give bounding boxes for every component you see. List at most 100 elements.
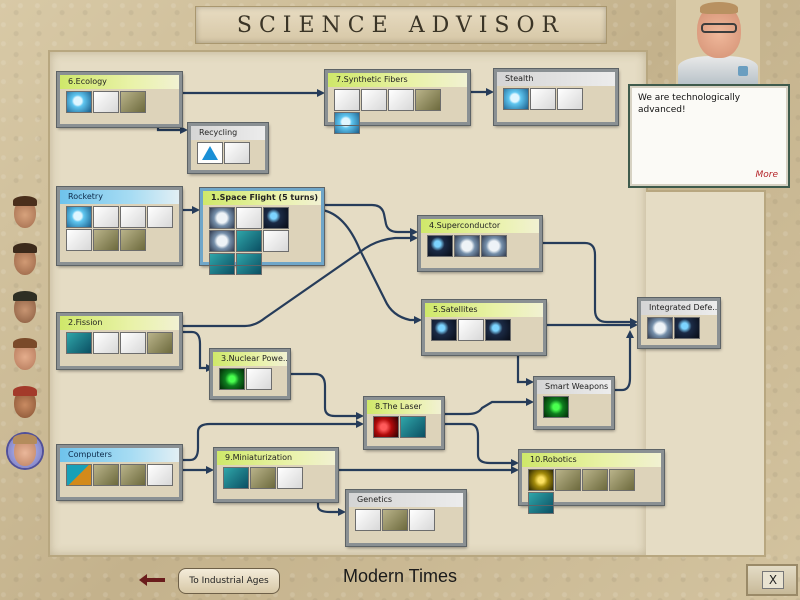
unit-icon — [209, 230, 235, 252]
tech-label: 2.Fission — [60, 316, 179, 330]
tech-ecology[interactable]: 6.Ecology — [56, 71, 183, 128]
unit-icon — [528, 469, 554, 491]
advisor-portrait-4[interactable] — [8, 338, 42, 372]
unit-icon — [674, 317, 700, 339]
unit-icon — [236, 253, 262, 275]
tech-label: Rocketry — [60, 190, 179, 204]
advisor-portrait-6[interactable] — [8, 434, 42, 468]
unit-icon — [373, 416, 399, 438]
unit-icon — [555, 469, 581, 491]
unit-icon — [66, 464, 92, 486]
tech-icons — [537, 394, 611, 420]
unit-icon — [485, 319, 511, 341]
era-title: Modern Times — [342, 566, 458, 586]
unit-icon — [66, 91, 92, 113]
unit-icon — [147, 332, 173, 354]
unit-icon — [66, 206, 92, 228]
tech-integrated-defense[interactable]: Integrated Defe... — [637, 297, 721, 349]
unit-icon — [458, 319, 484, 341]
unit-icon — [219, 368, 245, 390]
unit-icon — [382, 509, 408, 531]
unit-icon — [93, 332, 119, 354]
tech-icons — [203, 205, 321, 277]
unit-icon — [120, 332, 146, 354]
unit-icon — [454, 235, 480, 257]
advisor-portrait-1[interactable] — [8, 196, 42, 230]
unit-icon — [647, 317, 673, 339]
unit-icon — [93, 464, 119, 486]
more-link[interactable]: More — [755, 170, 778, 180]
unit-icon — [66, 229, 92, 251]
tech-label: 7.Synthetic Fibers — [328, 73, 467, 87]
title-plate: SCIENCE ADVISOR — [195, 6, 607, 44]
tech-tree-board-extension — [646, 190, 766, 557]
tech-label: 6.Ecology — [60, 75, 179, 89]
advisor-glasses — [701, 23, 737, 33]
unit-icon — [223, 467, 249, 489]
close-icon: X — [762, 571, 784, 589]
unit-icon — [427, 235, 453, 257]
tech-icons — [497, 86, 615, 112]
tech-label: Computers — [60, 448, 179, 462]
tech-smart-weapons[interactable]: Smart Weapons — [533, 376, 615, 430]
unit-icon — [66, 332, 92, 354]
tech-label: 5.Satellites — [425, 303, 543, 317]
tech-genetics[interactable]: Genetics — [345, 489, 467, 547]
close-button[interactable]: X — [746, 564, 798, 596]
tech-computers[interactable]: Computers — [56, 444, 183, 501]
window-title: SCIENCE ADVISOR — [236, 12, 566, 38]
tech-rocketry[interactable]: Rocketry — [56, 186, 183, 266]
tech-label: Smart Weapons — [537, 380, 611, 394]
unit-icon — [120, 464, 146, 486]
arrow-left-icon — [139, 574, 165, 586]
tech-recycling[interactable]: Recycling — [187, 122, 269, 174]
tech-synthetic-fibers[interactable]: 7.Synthetic Fibers — [324, 69, 471, 134]
tech-satellites[interactable]: 5.Satellites — [421, 299, 547, 356]
unit-icon — [277, 467, 303, 489]
unit-icon — [209, 207, 235, 229]
unit-icon — [93, 206, 119, 228]
tech-space-flight[interactable]: 1.Space Flight (5 turns) — [199, 187, 325, 275]
tech-icons — [421, 233, 539, 259]
unit-icon — [209, 253, 235, 275]
tech-superconductor[interactable]: 4.Superconductor — [417, 215, 543, 272]
tech-icons — [60, 330, 179, 356]
tech-nuclear-power[interactable]: 3.Nuclear Powe... — [209, 348, 291, 400]
tech-label: 10.Robotics — [522, 453, 661, 467]
unit-icon — [334, 89, 360, 111]
tech-icons — [213, 366, 287, 392]
tech-robotics[interactable]: 10.Robotics — [518, 449, 665, 514]
tech-icons — [641, 315, 717, 341]
unit-icon — [415, 89, 441, 111]
to-industrial-ages-button[interactable]: To Industrial Ages — [178, 568, 280, 594]
unit-icon — [236, 230, 262, 252]
advisor-message-box: We are technologically advanced! More — [628, 84, 790, 188]
advisor-portrait-5[interactable] — [8, 386, 42, 420]
tech-miniaturization[interactable]: 9.Miniaturization — [213, 447, 339, 503]
unit-icon — [361, 89, 387, 111]
unit-icon — [224, 142, 250, 164]
advisor-portrait-3[interactable] — [8, 291, 42, 325]
tech-icons — [60, 89, 179, 115]
tech-icons — [349, 507, 463, 533]
unit-icon — [409, 509, 435, 531]
tech-the-laser[interactable]: 8.The Laser — [363, 396, 445, 450]
unit-icon — [120, 229, 146, 251]
unit-icon — [334, 112, 360, 134]
tech-icons — [60, 462, 179, 488]
unit-icon — [246, 368, 272, 390]
tech-label: 9.Miniaturization — [217, 451, 335, 465]
tech-fission[interactable]: 2.Fission — [56, 312, 183, 370]
advisor-portrait-2[interactable] — [8, 243, 42, 277]
unit-icon — [431, 319, 457, 341]
tech-icons — [60, 204, 179, 253]
tech-icons — [367, 414, 441, 440]
advisor-badge-icon — [738, 66, 748, 76]
unit-icon — [263, 230, 289, 252]
unit-icon — [543, 396, 569, 418]
tech-label: Integrated Defe... — [641, 301, 717, 315]
unit-icon — [503, 88, 529, 110]
unit-icon — [197, 142, 223, 164]
tech-stealth[interactable]: Stealth — [493, 68, 619, 126]
unit-icon — [481, 235, 507, 257]
